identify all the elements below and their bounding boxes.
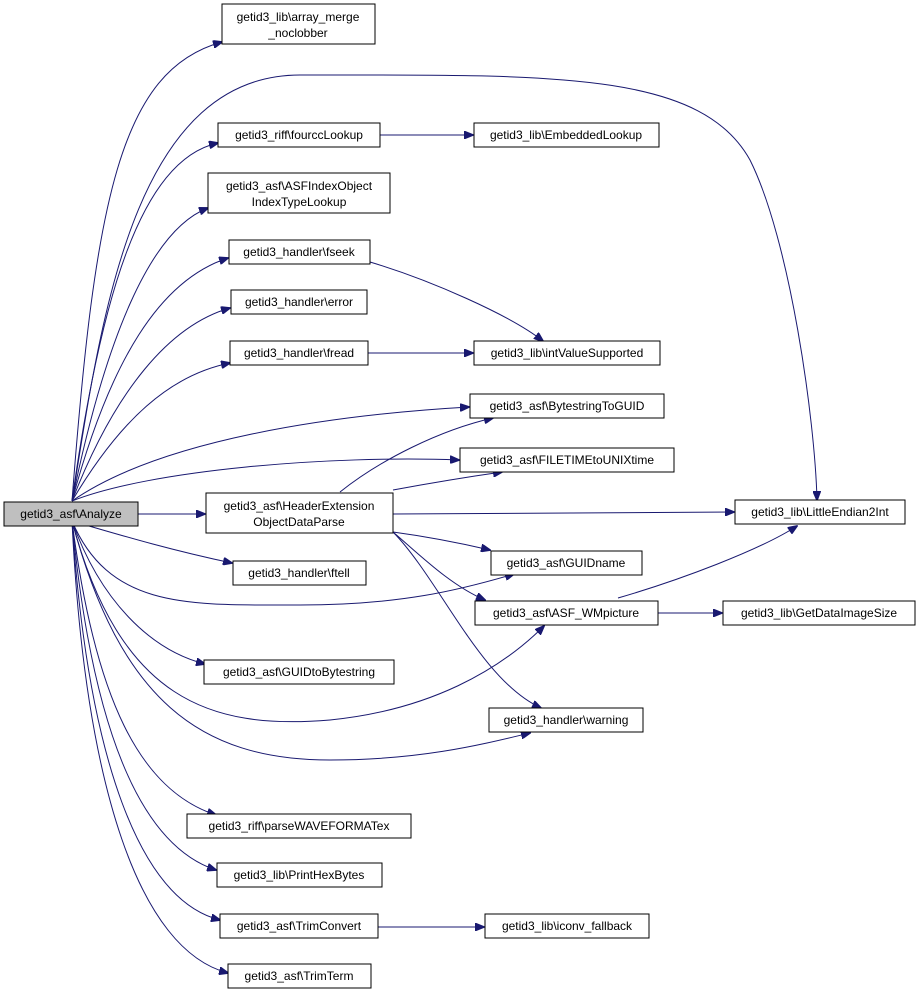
node-label: getid3_handler\fread (244, 346, 354, 360)
node-label: getid3_riff\parseWAVEFORMATex (209, 819, 390, 833)
node-ftell[interactable]: getid3_handler\ftell (232, 560, 367, 586)
node-printhexbytes[interactable]: getid3_lib\PrintHexBytes (216, 862, 383, 888)
node-label: getid3_asf\TrimConvert (237, 919, 362, 933)
node-trimterm[interactable]: getid3_asf\TrimTerm (227, 963, 372, 989)
edge-analyze-printhex (71, 520, 216, 870)
node-embeddedlookup[interactable]: getid3_lib\EmbeddedLookup (473, 122, 660, 148)
node-label: getid3_asf\HeaderExtension (224, 499, 375, 513)
node-array-merge-noclobber[interactable]: getid3_lib\array_merge _noclobber (221, 3, 376, 45)
edge-analyze-asfindex (71, 208, 208, 502)
edge-analyze-guidtobyte (71, 520, 205, 664)
edge-wmpicture-littleendian (617, 526, 797, 599)
node-warning[interactable]: getid3_handler\warning (488, 707, 644, 733)
edge-headerext-bytestring (339, 418, 493, 493)
edge-headerext-guidname (392, 531, 490, 550)
node-guidname[interactable]: getid3_asf\GUIDname (490, 550, 643, 576)
edge-analyze-filetime (71, 459, 459, 502)
node-label: getid3_asf\GUIDtoBytestring (223, 665, 375, 679)
node-fourcclookup[interactable]: getid3_riff\fourccLookup (217, 122, 381, 148)
node-parsewaveformatex[interactable]: getid3_riff\parseWAVEFORMATex (186, 813, 412, 839)
edge-analyze-fourcc (71, 143, 218, 502)
node-intvaluesupported[interactable]: getid3_lib\intValueSupported (473, 340, 661, 366)
node-trimconvert[interactable]: getid3_asf\TrimConvert (219, 913, 379, 939)
edges (71, 42, 817, 973)
node-label: getid3_handler\ftell (248, 566, 349, 580)
node-label: _noclobber (267, 26, 327, 40)
edge-analyze-guidname (71, 520, 514, 606)
node-asfindexobject[interactable]: getid3_asf\ASFIndexObject IndexTypeLooku… (207, 172, 391, 214)
edge-analyze-error (71, 308, 230, 502)
node-label: getid3_asf\FILETIMEtoUNIXtime (480, 453, 654, 467)
edge-analyze-wmpicture (71, 520, 544, 723)
edge-analyze-parsewave (71, 520, 216, 815)
node-filetimetounixtime[interactable]: getid3_asf\FILETIMEtoUNIXtime (459, 447, 675, 473)
node-iconv-fallback[interactable]: getid3_lib\iconv_fallback (484, 913, 650, 939)
node-asf-wmpicture[interactable]: getid3_asf\ASF_WMpicture (474, 600, 659, 626)
node-label: getid3_riff\fourccLookup (235, 128, 363, 142)
node-bytestringtoguid[interactable]: getid3_asf\BytestringToGUID (469, 393, 665, 419)
node-label: getid3_lib\GetDataImageSize (741, 606, 897, 620)
node-label: getid3_handler\fseek (243, 245, 355, 259)
node-label: getid3_asf\GUIDname (507, 556, 626, 570)
edge-analyze-trimterm (71, 520, 228, 973)
node-label: getid3_asf\Analyze (20, 507, 122, 521)
edge-headerext-littleendian (392, 512, 734, 514)
edge-analyze-fseek (71, 258, 228, 502)
node-label: getid3_lib\EmbeddedLookup (490, 128, 642, 142)
node-label: getid3_lib\LittleEndian2Int (751, 505, 889, 519)
edge-analyze-littleendian (71, 74, 817, 501)
node-label: getid3_asf\TrimTerm (245, 969, 354, 983)
edge-analyze-warning (71, 520, 530, 761)
node-label: getid3_handler\error (245, 295, 353, 309)
edge-headerext-filetime (392, 472, 502, 491)
edge-analyze-fread (71, 363, 230, 502)
node-label: IndexTypeLookup (252, 195, 347, 209)
node-headerextension[interactable]: getid3_asf\HeaderExtension ObjectDataPar… (205, 492, 394, 534)
node-fread[interactable]: getid3_handler\fread (229, 340, 369, 366)
node-label: getid3_asf\ASFIndexObject (226, 179, 373, 193)
node-label: getid3_lib\intValueSupported (491, 346, 644, 360)
node-label: ObjectDataParse (253, 515, 345, 529)
node-analyze[interactable]: getid3_asf\Analyze (3, 501, 139, 527)
node-label: getid3_lib\PrintHexBytes (234, 868, 365, 882)
edge-headerext-wmpicture (392, 531, 485, 600)
edge-headerext-warning (392, 531, 541, 708)
node-guidtobytestring[interactable]: getid3_asf\GUIDtoBytestring (203, 659, 395, 685)
node-label: getid3_lib\array_merge (237, 10, 360, 24)
node-littleendian2int[interactable]: getid3_lib\LittleEndian2Int (734, 499, 906, 525)
node-label: getid3_handler\warning (504, 713, 629, 727)
edge-analyze-trimconvert (71, 520, 220, 920)
edge-analyze-bytestring (71, 407, 469, 502)
node-label: getid3_asf\ASF_WMpicture (493, 606, 639, 620)
node-error[interactable]: getid3_handler\error (230, 289, 368, 315)
node-getdataimagesize[interactable]: getid3_lib\GetDataImageSize (722, 600, 916, 626)
node-fseek[interactable]: getid3_handler\fseek (228, 239, 371, 265)
node-label: getid3_asf\BytestringToGUID (490, 399, 645, 413)
edge-fseek-intvalue (369, 261, 543, 341)
node-label: getid3_lib\iconv_fallback (502, 919, 633, 933)
edge-analyze-array-merge (71, 42, 222, 502)
